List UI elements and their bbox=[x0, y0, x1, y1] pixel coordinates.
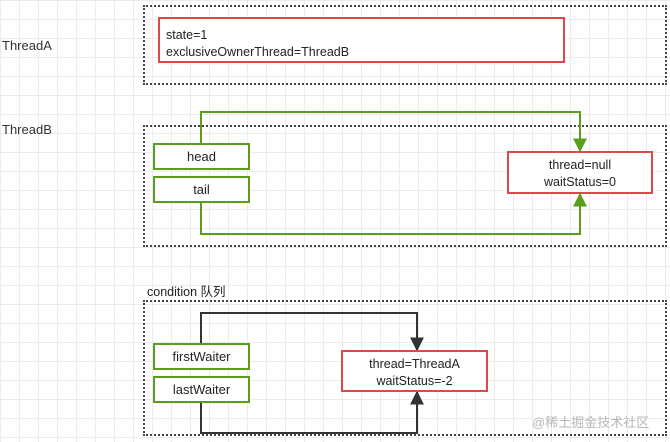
thread-b-container bbox=[143, 125, 667, 247]
sync-node-waitstatus-text: waitStatus=0 bbox=[544, 175, 616, 189]
exclusive-owner-text: exclusiveOwnerThread=ThreadB bbox=[166, 45, 350, 59]
tail-pointer-line bbox=[200, 192, 587, 235]
condition-node-thread-text: thread=ThreadA bbox=[369, 357, 460, 371]
thread-a-container bbox=[143, 5, 667, 85]
head-pointer-line bbox=[200, 111, 587, 153]
thread-b-label: ThreadB bbox=[2, 122, 52, 137]
sync-queue-node-box: thread=null waitStatus=0 bbox=[507, 151, 653, 194]
condition-queue-title: condition 队列 bbox=[147, 285, 226, 299]
first-waiter-box: firstWaiter bbox=[153, 343, 250, 370]
last-waiter-label: lastWaiter bbox=[172, 382, 231, 397]
watermark: @稀土掘金技术社区 bbox=[532, 415, 650, 430]
condition-node-waitstatus-text: waitStatus=-2 bbox=[376, 374, 453, 388]
head-box: head bbox=[153, 143, 250, 170]
first-waiter-label: firstWaiter bbox=[172, 349, 231, 364]
thread-a-label: ThreadA bbox=[2, 38, 52, 53]
sync-node-thread-text: thread=null bbox=[548, 158, 612, 172]
head-label: head bbox=[187, 149, 216, 164]
tail-label: tail bbox=[193, 182, 210, 197]
last-waiter-pointer-line bbox=[200, 390, 424, 434]
tail-box: tail bbox=[153, 176, 250, 203]
first-waiter-pointer-line bbox=[200, 312, 424, 352]
state-text: state=1 bbox=[166, 28, 208, 42]
lock-state-box: state=1 exclusiveOwnerThread=ThreadB bbox=[158, 17, 565, 63]
condition-node-box: thread=ThreadA waitStatus=-2 bbox=[341, 350, 488, 392]
last-waiter-box: lastWaiter bbox=[153, 376, 250, 403]
condition-container bbox=[143, 300, 667, 436]
